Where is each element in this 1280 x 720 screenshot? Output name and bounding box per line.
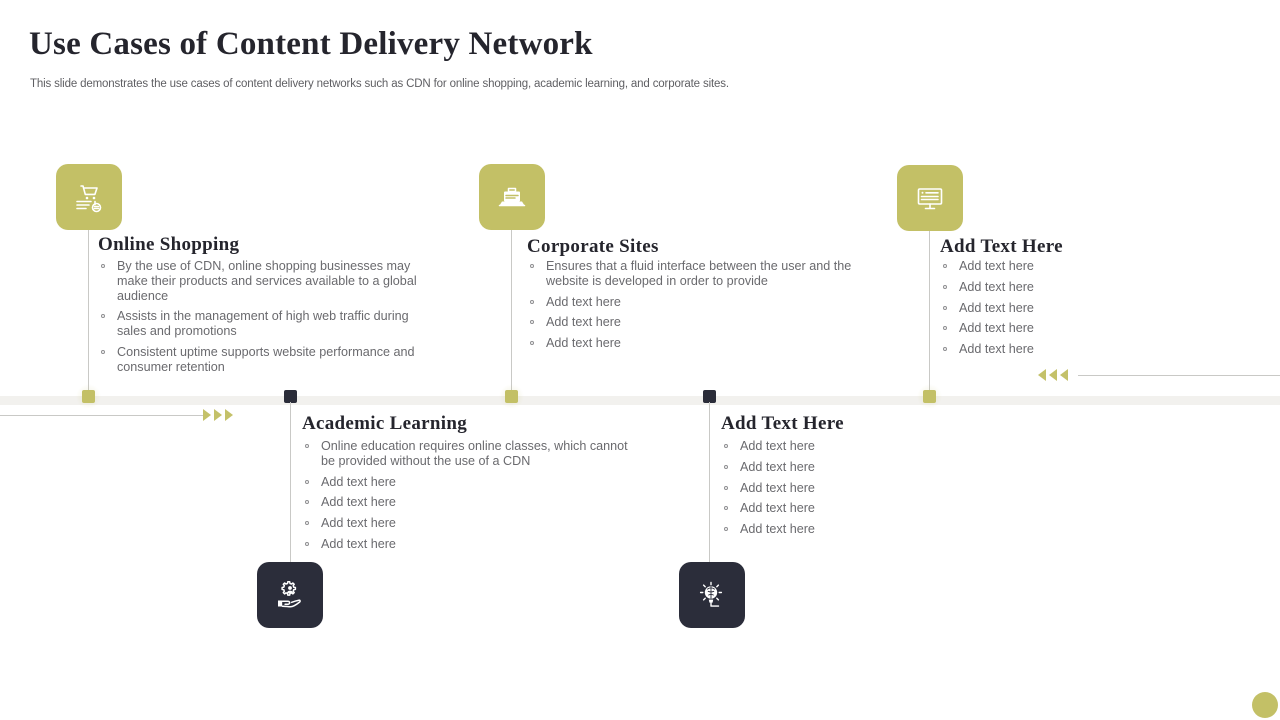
list-item: Add text here	[302, 516, 642, 531]
list-item: Add text here	[527, 295, 857, 310]
list-item: Add text here	[940, 259, 1200, 274]
list-item: Add text here	[302, 495, 642, 510]
list-item: Add text here	[721, 501, 1021, 516]
timeline-band	[0, 396, 1280, 405]
node-title: Online Shopping	[98, 234, 240, 255]
desktop-monitor-icon[interactable]	[897, 165, 963, 231]
lightbulb-icon[interactable]	[679, 562, 745, 628]
timeline-line-right	[1078, 375, 1280, 376]
list-item: Add text here	[527, 336, 857, 351]
hand-gear-user-icon[interactable]	[257, 562, 323, 628]
page-subtitle: This slide demonstrates the use cases of…	[30, 78, 729, 90]
laptop-briefcase-icon[interactable]	[479, 164, 545, 230]
list-item: Add text here	[721, 481, 1021, 496]
list-item: Add text here	[721, 522, 1021, 537]
chevron-left-icon	[1038, 369, 1068, 381]
list-item: Add text here	[721, 439, 1021, 454]
page-title: Use Cases of Content Delivery Network	[29, 26, 593, 62]
timeline-marker[interactable]	[284, 390, 297, 403]
connector-line	[709, 402, 710, 562]
connector-line	[511, 230, 512, 396]
list-item: Assists in the management of high web tr…	[98, 309, 438, 339]
timeline-marker[interactable]	[923, 390, 936, 403]
node-title: Academic Learning	[302, 413, 467, 434]
connector-line	[290, 402, 291, 562]
bullet-list: Ensures that a fluid interface between t…	[527, 259, 857, 357]
corner-circle-decoration	[1252, 692, 1278, 718]
list-item: Online education requires online classes…	[302, 439, 642, 469]
list-item: Add text here	[302, 537, 642, 552]
bullet-list: Add text here Add text here Add text her…	[940, 259, 1200, 363]
connector-line	[88, 230, 89, 396]
timeline-line-left	[0, 415, 205, 416]
bullet-list: Online education requires online classes…	[302, 439, 642, 558]
node-title: Corporate Sites	[527, 236, 659, 257]
list-item: Consistent uptime supports website perfo…	[98, 345, 438, 375]
list-item: Add text here	[940, 342, 1200, 357]
list-item: Add text here	[721, 460, 1021, 475]
node-title: Add Text Here	[940, 236, 1063, 257]
list-item: By the use of CDN, online shopping busin…	[98, 259, 438, 303]
list-item: Add text here	[940, 280, 1200, 295]
connector-line	[929, 231, 930, 396]
list-item: Add text here	[940, 321, 1200, 336]
timeline-marker[interactable]	[505, 390, 518, 403]
chevron-right-icon	[203, 409, 233, 421]
timeline-marker[interactable]	[82, 390, 95, 403]
shopping-cart-icon[interactable]	[56, 164, 122, 230]
list-item: Add text here	[527, 315, 857, 330]
node-title: Add Text Here	[721, 413, 844, 434]
list-item: Add text here	[940, 301, 1200, 316]
timeline-marker[interactable]	[703, 390, 716, 403]
bullet-list: Add text here Add text here Add text her…	[721, 439, 1021, 543]
list-item: Ensures that a fluid interface between t…	[527, 259, 857, 289]
bullet-list: By the use of CDN, online shopping busin…	[98, 259, 438, 381]
list-item: Add text here	[302, 475, 642, 490]
